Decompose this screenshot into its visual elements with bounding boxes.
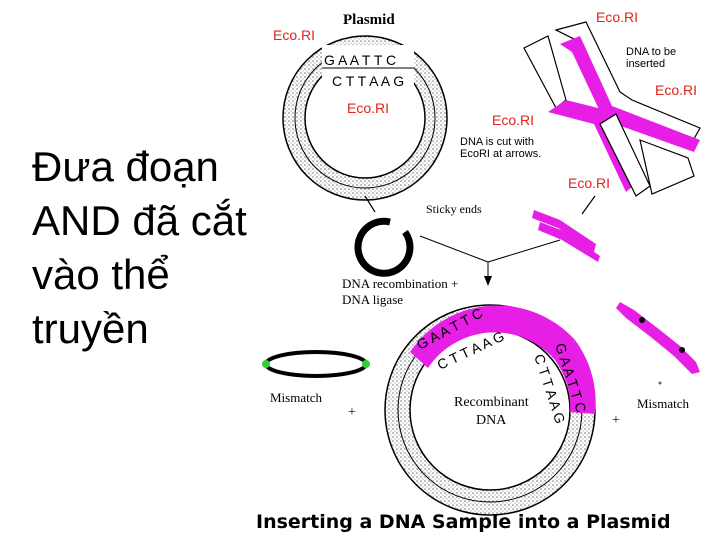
plasmid-title: Plasmid (343, 12, 395, 28)
dna-to-be-inserted-1: DNA to be (626, 46, 676, 58)
mismatch-label-left: Mismatch (270, 390, 322, 405)
mismatch-label-right: Mismatch (637, 396, 689, 411)
ecori-label-right: Eco.RI (655, 82, 697, 98)
recombination-label-1: DNA recombination + (342, 276, 458, 291)
plus-right: + (612, 413, 620, 428)
join-line-right (488, 240, 560, 262)
dna-to-be-inserted-2: inserted (626, 58, 665, 70)
cut-note-1: DNA is cut with (460, 136, 534, 148)
recombinant-label-2: DNA (476, 413, 507, 428)
recombination-label-2: DNA ligase (342, 292, 403, 307)
site-sequence-bottom: C T T A A G (332, 73, 404, 89)
ecori-label-plasmid-center: Eco.RI (347, 100, 389, 116)
cut-insert-fragment (532, 210, 600, 262)
mismatch-plasmid (262, 352, 370, 376)
site-sequence-top: G A A T T C (324, 52, 396, 68)
leftover-fragment (616, 302, 700, 385)
ecori-label-middle: Eco.RI (492, 112, 534, 128)
opened-plasmid (358, 221, 410, 273)
sticky-ends-label: Sticky ends (426, 202, 482, 216)
arrow-to-cut-insert (582, 196, 595, 214)
recombinant-label-1: Recombinant (454, 395, 529, 410)
cut-note-2: EcoRI at arrows. (460, 148, 541, 160)
plus-left: + (348, 405, 356, 420)
join-line-left (420, 236, 488, 262)
ecori-label-lower: Eco.RI (568, 175, 610, 191)
ecori-label-top-left: Eco.RI (273, 27, 315, 43)
ecori-label-top-right: Eco.RI (596, 9, 638, 25)
footer-caption: Inserting a DNA Sample into a Plasmid (256, 511, 671, 533)
